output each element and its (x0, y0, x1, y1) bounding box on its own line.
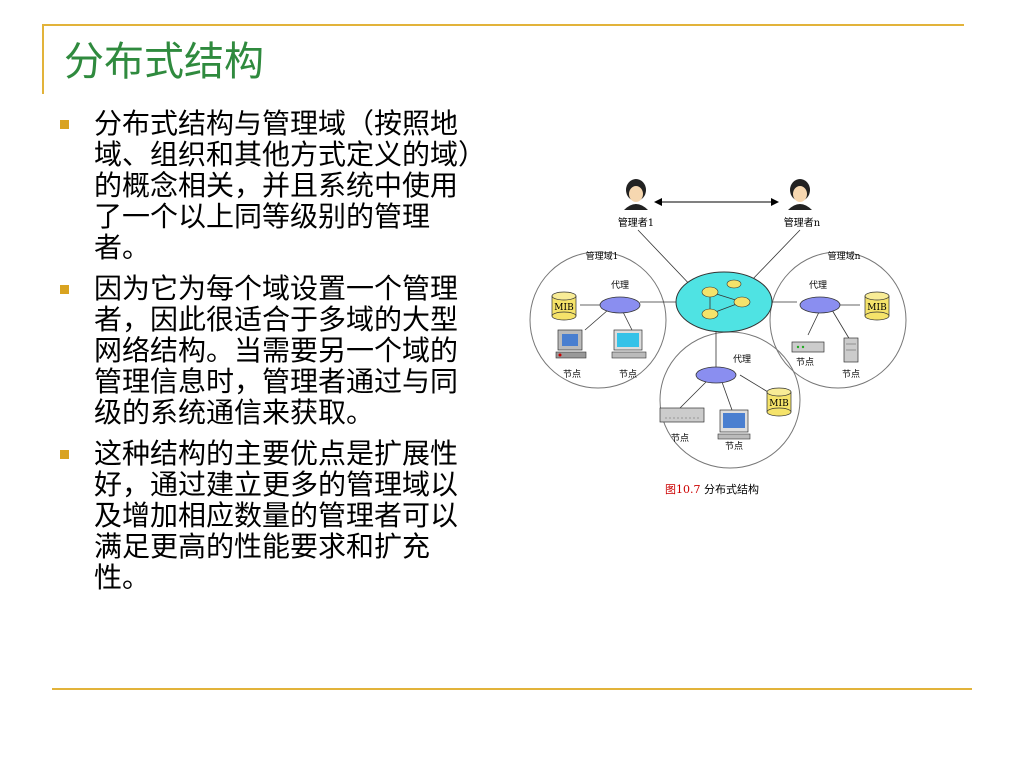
node-label-5: 节点 (671, 433, 689, 444)
bullet-text: 因为它为每个域设置一个管理者，因此很适合于多域的大型网络结构。当需要另一个域的管… (94, 272, 459, 429)
node-label-1: 节点 (563, 369, 581, 380)
mib-label-2: MIB (867, 303, 887, 313)
agent-label-2: 代理 (809, 280, 827, 291)
domainN-circle (769, 251, 907, 389)
left-divider (42, 24, 44, 94)
router-icon (791, 341, 825, 353)
distributed-structure-diagram: 管理者1 管理者n 管理域1 管理域n 代理 代理 代理 MIB MIB MIB (520, 170, 930, 510)
mib-cylinder-3: MIB (766, 387, 792, 417)
bullet-list: 分布式结构与管理域（按照地域、组织和其他方式定义的域）的概念相关，并且系统中使用… (60, 108, 480, 603)
bullet-icon (60, 285, 69, 294)
domain1-label: 管理域1 (586, 250, 619, 262)
computer-icon (555, 329, 587, 359)
manager1-label: 管理者1 (618, 216, 654, 229)
mib-cylinder-1: MIB (551, 291, 577, 321)
caption-number: 图10.7 (665, 483, 701, 496)
mib-label-1: MIB (554, 303, 574, 313)
agent-label-3: 代理 (733, 354, 751, 365)
top-divider (42, 24, 964, 26)
domain1-circle (529, 251, 667, 389)
node-label-2: 节点 (619, 369, 637, 380)
bullet-icon (60, 450, 69, 459)
slide-title: 分布式结构 (64, 39, 264, 85)
caption-text: 分布式结构 (701, 482, 760, 496)
domainN-label: 管理域n (828, 250, 861, 262)
bullet-item: 分布式结构与管理域（按照地域、组织和其他方式定义的域）的概念相关，并且系统中使用… (60, 108, 480, 263)
agent-ellipse-2 (799, 296, 841, 314)
managerN-icon (788, 179, 812, 210)
bullet-item: 因为它为每个域设置一个管理者，因此很适合于多域的大型网络结构。当需要另一个域的管… (60, 273, 480, 428)
bottom-divider (52, 688, 972, 690)
bullet-item: 这种结构的主要优点是扩展性好，通过建立更多的管理域以及增加相应数量的管理者可以满… (60, 438, 480, 593)
diagram-svg: 管理者1 管理者n 管理域1 管理域n 代理 代理 代理 MIB MIB MIB (529, 179, 907, 496)
bullet-text: 分布式结构与管理域（按照地域、组织和其他方式定义的域）的概念相关，并且系统中使用… (94, 107, 473, 264)
bullet-text: 这种结构的主要优点是扩展性好，通过建立更多的管理域以及增加相应数量的管理者可以满… (94, 437, 459, 594)
node-label-6: 节点 (725, 441, 743, 452)
agent-ellipse-3 (695, 366, 737, 384)
mib-cylinder-2: MIB (864, 291, 890, 321)
figure-caption: 图10.7 分布式结构 (665, 482, 759, 496)
computer-icon (717, 409, 751, 440)
server-icon (843, 337, 859, 363)
agent-ellipse-1 (599, 296, 641, 314)
agent-label-1: 代理 (611, 280, 629, 291)
managerN-label: 管理者n (784, 216, 821, 229)
network-hub (675, 271, 773, 333)
computer-icon (611, 329, 647, 359)
node-label-3: 节点 (796, 357, 814, 368)
switch-icon (659, 407, 705, 423)
bullet-icon (60, 120, 69, 129)
node-label-4: 节点 (842, 369, 860, 380)
mib-label-3: MIB (769, 399, 789, 409)
manager1-icon (624, 179, 648, 210)
